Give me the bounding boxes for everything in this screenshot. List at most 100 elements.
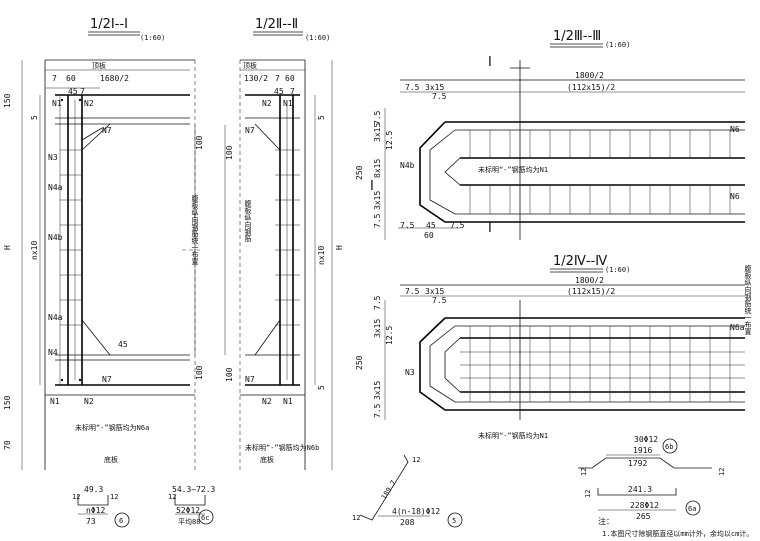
bar6a-id: 6a <box>688 505 696 513</box>
label-n7-a: N7 <box>102 126 112 135</box>
dim-7-c: 7 <box>275 74 280 83</box>
dim-125-b: 12.5 <box>385 326 394 345</box>
bar-shape-6a <box>597 488 701 516</box>
section-2-drawing <box>224 59 333 470</box>
dim-75-a: 7.5 <box>405 83 420 92</box>
dim-75-c: 7.5 <box>400 221 415 230</box>
dim-1800-b: 1800/2 <box>575 276 604 285</box>
label-n3: N3 <box>48 153 58 162</box>
dim-100-a: 100 <box>195 135 204 150</box>
bar6b-hook-l: 12 <box>580 468 588 476</box>
label-n1-bot: N1 <box>50 397 60 406</box>
bar5-id: 5 <box>452 517 456 525</box>
dim-125-a: 12.5 <box>385 131 394 150</box>
label-n4-a: N4 <box>48 348 58 357</box>
dim-75-v3: 7.5 <box>373 295 382 310</box>
section-scale-1: (1:60) <box>140 34 165 42</box>
dim-7-a: 7 <box>52 74 57 83</box>
label-bottom-1: 底板 <box>104 455 118 464</box>
section-title-4: 1/2Ⅳ--Ⅳ <box>553 254 607 269</box>
side-note-mid: 腹板纵向钢筋 <box>244 199 252 243</box>
dim-250-b: 250 <box>355 355 364 370</box>
dim-100-b: 100 <box>195 365 204 380</box>
section-title-2: 1/2Ⅱ--Ⅱ <box>255 17 298 32</box>
label-n2: N2 <box>84 99 94 108</box>
label-n7-2a: N7 <box>245 126 255 135</box>
dim-1680: 1680/2 <box>100 74 129 83</box>
dim-5-c: 5 <box>317 385 326 390</box>
label-n1-2: N1 <box>283 99 293 108</box>
section-scale-2: (1:60) <box>305 34 330 42</box>
cut-mark-I-top: I <box>488 55 492 70</box>
label-n2-2: N2 <box>262 99 272 108</box>
dim-45-a: 45 <box>68 87 78 96</box>
dim-45-d: 45 <box>426 221 436 230</box>
side-note-left: 腹板纵向钢筋统一布置 <box>191 194 199 265</box>
label-n4a-b: N4a <box>48 313 63 322</box>
bar6b-hook-r: 12 <box>718 468 726 476</box>
bar6a-spec: 228Φ12 <box>630 501 659 510</box>
note-n1-b: 未标明“-”钢筋均为N1 <box>478 431 548 440</box>
bar5-len: 208 <box>400 518 415 527</box>
bar6b-id: 6b <box>665 443 673 451</box>
bar5-top: 189.7 <box>380 479 398 501</box>
bar6c-spec: 52Φ12 <box>176 506 200 515</box>
label-n7-2b: N7 <box>245 375 255 384</box>
section-title-3: 1/2Ⅲ--Ⅲ <box>553 29 601 44</box>
label-n2-2b: N2 <box>262 397 272 406</box>
dim-75-d: 7.5 <box>450 221 465 230</box>
label-n7-b: N7 <box>102 375 112 384</box>
bar6c-len: 平均88 <box>178 517 200 526</box>
label-n1: N1 <box>52 99 62 108</box>
dim-70: 70 <box>3 440 12 450</box>
section-scale-3: (1:60) <box>605 41 630 49</box>
dim-3x15-v3: 3x15 <box>373 319 382 338</box>
label-roof: 顶板 <box>92 61 106 70</box>
cut-mark-I-left: I <box>370 179 374 194</box>
label-n2-bot: N2 <box>84 397 94 406</box>
label-n6a-4: N6a <box>730 323 745 332</box>
dim-nx10: nx10 <box>30 241 39 260</box>
label-n4a-a: N4a <box>48 183 63 192</box>
bar6a-top: 241.3 <box>628 485 652 494</box>
dim-3x15-v4: 3x15 <box>373 381 382 400</box>
dim-3x15-v2: 3x15 <box>373 191 382 210</box>
bar6-id: 6 <box>119 517 123 525</box>
bar6c-hook: 12 <box>168 493 176 501</box>
section-4-drawing <box>384 284 745 420</box>
remark-1: 1.本图尺寸除钢筋直径以mm计外，余均以cm计。 <box>602 529 753 538</box>
bar-shape-6 <box>77 495 130 528</box>
dim-75-v1: 7.5 <box>373 110 382 125</box>
label-roof-2: 顶板 <box>243 61 257 70</box>
dim-8x15-a: 8x15 <box>373 159 382 178</box>
dim-75-e: 7.5 <box>405 287 420 296</box>
dim-130: 130/2 <box>244 74 268 83</box>
label-n4b: N4b <box>48 233 63 242</box>
dim-250-a: 250 <box>355 165 364 180</box>
dim-7-b: 7 <box>80 87 85 96</box>
dim-H: H <box>3 245 12 250</box>
note-n1-a: 未标明“-”钢筋均为N1 <box>478 165 548 174</box>
section-3-drawing <box>384 60 745 240</box>
bar6-hook-l: 12 <box>72 493 80 501</box>
side-note-right: 腹板纵向钢筋统一布置 <box>744 264 752 335</box>
cut-mark-I-bot: I <box>488 221 492 236</box>
remark-title: 注： <box>598 516 614 526</box>
dim-5-b: 5 <box>317 115 326 120</box>
section-1-drawing <box>21 59 200 470</box>
dim-75-b: 7.5 <box>432 92 447 101</box>
bar6c-id: 6c <box>201 514 209 522</box>
bar6-spec: nΦ12 <box>86 506 105 515</box>
dim-3x15-v1: 3x15 <box>373 123 382 142</box>
note-n6a: 未标明“-”钢筋均为N6a <box>75 423 149 432</box>
dim-60: 60 <box>66 74 76 83</box>
dim-nx10-b: nx10 <box>317 246 326 265</box>
dim-H-b: H <box>335 245 344 250</box>
bar5-spec: 4(n-18)Φ12 <box>392 507 440 516</box>
bar6b-mid: 1792 <box>628 459 647 468</box>
label-n6-a: N6 <box>730 125 740 134</box>
section-title-1: 1/2I--I <box>90 17 128 32</box>
web-stirrups-1 <box>60 149 82 326</box>
dim-100-d: 100 <box>225 367 234 382</box>
bar6b-top: 1916 <box>633 446 652 455</box>
